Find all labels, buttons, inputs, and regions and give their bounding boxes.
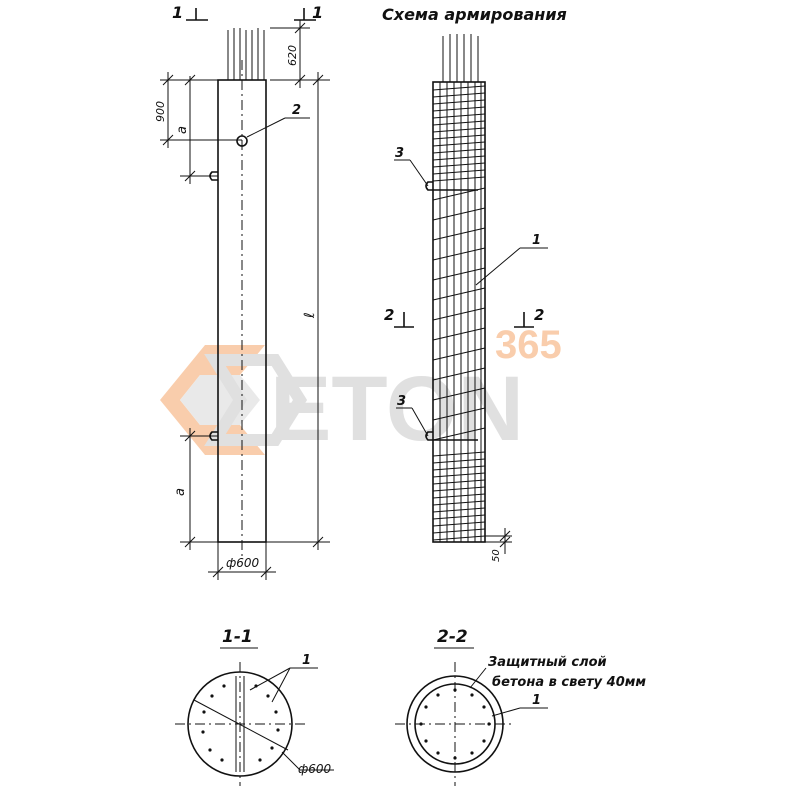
section-1-1-callout: 1 bbox=[302, 653, 311, 668]
svg-text:3: 3 bbox=[395, 146, 404, 161]
callout-2: 2 bbox=[292, 103, 301, 118]
cage-outline bbox=[432, 81, 486, 543]
svg-text:1: 1 bbox=[172, 3, 183, 22]
svg-text:3: 3 bbox=[397, 394, 406, 409]
section-mark-2-left: 2 bbox=[384, 306, 414, 328]
spiral-dense-top bbox=[432, 85, 486, 182]
svg-text:ℓ: ℓ bbox=[302, 312, 318, 319]
callout-3-bottom: 3 bbox=[396, 394, 429, 437]
dimension-a-top: a bbox=[175, 74, 218, 184]
svg-text:900: 900 bbox=[154, 101, 167, 122]
dimension-length: ℓ bbox=[266, 72, 330, 550]
svg-text:1: 1 bbox=[532, 233, 541, 248]
section-mark-1-left: 1 bbox=[172, 3, 208, 22]
dimension-diameter-bottom: ф600 bbox=[208, 542, 276, 580]
callout-3-top: 3 bbox=[394, 146, 429, 187]
svg-text:2: 2 bbox=[534, 306, 544, 324]
section-1-1: 1-1 1 ф600 bbox=[175, 627, 334, 786]
pile-hole bbox=[236, 135, 248, 147]
svg-text:2: 2 bbox=[384, 306, 394, 324]
section-1-1-bars bbox=[201, 684, 280, 762]
watermark-logo-icon bbox=[160, 345, 308, 455]
reinforcement-cage bbox=[425, 34, 486, 543]
protruding-rebars bbox=[227, 28, 265, 80]
section-2-2-note-line1: Защитный слой bbox=[488, 655, 607, 670]
loop-3-top bbox=[425, 181, 478, 191]
spiral-sparse-middle bbox=[432, 187, 486, 441]
section-1-1-title: 1-1 bbox=[222, 627, 253, 647]
dimension-620: 620 bbox=[270, 20, 330, 88]
callout-1-cage: 1 bbox=[475, 233, 548, 286]
section-2-2-callout: 1 bbox=[532, 693, 541, 708]
svg-text:a: a bbox=[175, 126, 190, 134]
section-1-1-diameter: ф600 bbox=[298, 762, 332, 776]
watermark: ETON 365 bbox=[160, 323, 562, 460]
section-2-2-note-line2: бетона в свету 40мм bbox=[492, 675, 646, 690]
svg-text:a: a bbox=[173, 488, 188, 496]
section-2-2-bars bbox=[419, 688, 491, 760]
dimension-a-bottom: a bbox=[173, 428, 218, 550]
dimension-50: 50 bbox=[485, 528, 512, 562]
svg-text:620: 620 bbox=[286, 45, 299, 66]
section-2-2-title: 2-2 bbox=[437, 627, 468, 647]
section-2-2: 2-2 Защитный слой бетона в свету 40мм 1 bbox=[395, 627, 646, 786]
watermark-brand: ETON bbox=[270, 358, 524, 460]
loop-3-bottom bbox=[425, 431, 478, 441]
svg-text:1: 1 bbox=[312, 3, 323, 22]
spiral-dense-bottom bbox=[432, 451, 486, 541]
section-mark-2-right: 2 bbox=[514, 306, 544, 328]
watermark-number: 365 bbox=[495, 323, 562, 367]
svg-text:ф600: ф600 bbox=[226, 556, 260, 570]
pile-elevation: 2 1 1 620 900 bbox=[154, 3, 330, 580]
section-mark-1-right: 1 bbox=[294, 3, 323, 22]
svg-text:50: 50 bbox=[491, 549, 502, 562]
dimension-900: 900 bbox=[154, 72, 242, 148]
scheme-title: Схема армирования bbox=[382, 5, 567, 24]
